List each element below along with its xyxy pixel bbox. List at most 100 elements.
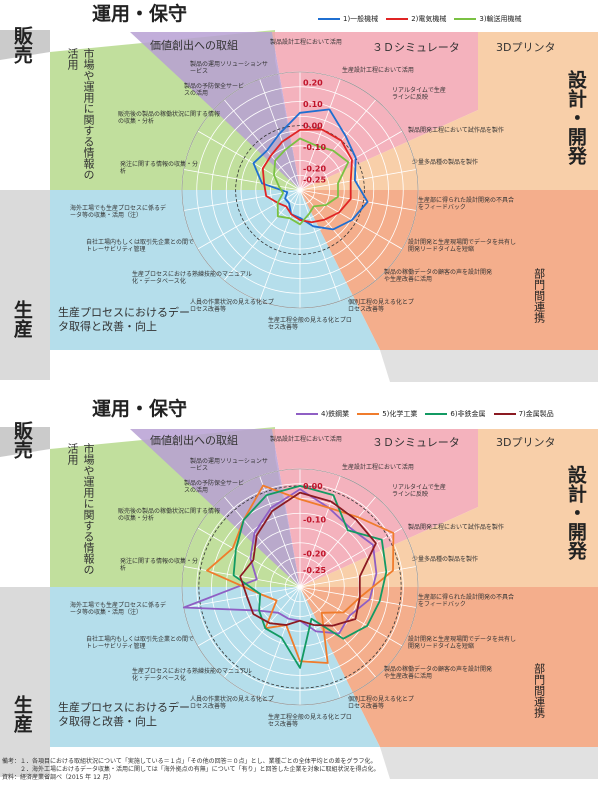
legend-2: 4)鉄鋼業 5)化学工業 6)非鉄金属 7)金属製品 — [296, 409, 554, 419]
item-label: 生産設計工程において活用 — [342, 67, 414, 74]
legend-swatch — [318, 18, 340, 20]
label-sim3d: ３Ｄシミュレータ — [372, 41, 460, 54]
legend-swatch — [357, 413, 380, 415]
series-line-4 — [239, 491, 377, 627]
grid-spoke — [197, 586, 301, 647]
legend-item: 5)化学工業 — [357, 409, 417, 419]
grid-spoke — [299, 496, 377, 588]
axis-tick-label: -0.10 — [303, 516, 326, 525]
axis-tick-label: 0.00 — [303, 122, 323, 131]
item-label: 製品の予防保全サービスの活用 — [184, 83, 245, 97]
legend-label: 3)輸送用機械 — [479, 15, 522, 23]
label-process: 生産プロセスにおけるデータ取得と改善・向上 — [58, 306, 190, 333]
item-label: 販売後の製品の稼働状況に関する情報の収集・分析 — [118, 111, 221, 125]
zone-printer3d — [300, 429, 598, 587]
label-bumonkan: 部門間連携 — [532, 663, 546, 718]
item-label: 販売後の製品の稼働状況に関する情報の収集・分析 — [118, 508, 221, 522]
item-label: 製品設計工程において活用 — [270, 436, 342, 443]
item-label: 海外工場でも生産プロセスに係るデータ等の収集・活用（注） — [70, 602, 167, 616]
label-sekkei: 設計・開発 — [564, 70, 587, 165]
legend-swatch — [296, 413, 318, 415]
series-line-3 — [232, 485, 388, 669]
item-label: 人員の作業状況の見える化とプロセス改善等 — [190, 299, 274, 313]
legend-label: 1)一般機械 — [343, 15, 379, 23]
grid-spoke — [299, 99, 377, 191]
legend-label: 6)非鉄金属 — [450, 410, 486, 418]
series-line-3 — [273, 137, 350, 226]
legend-swatch — [386, 18, 409, 20]
item-label: 個別工程の見える化とプロセス改善等 — [348, 299, 414, 313]
item-label: 製品開発工程において試作品を製作 — [408, 127, 504, 134]
note-2: ２．海外工場におけるデータ収集・活用に関しては「海外拠点の有無」について「有り」… — [2, 766, 380, 774]
item-label: 製品の予防保全サービスの活用 — [184, 480, 245, 494]
label-bumonkan: 部門間連携 — [532, 268, 546, 323]
axis-tick-label: -0.20 — [303, 165, 326, 174]
item-label: 生産部に得られた設計開発の不具合をフィードバック — [418, 197, 515, 211]
item-label: 生産プロセスにおける熟練技能のマニュアル化・データベース化 — [132, 271, 252, 285]
item-label: 製品の稼働データの顧客の声を設計開発や生産改善に活用 — [384, 269, 493, 283]
grid-spoke — [299, 566, 417, 588]
label-seisan: 生産 — [10, 695, 33, 733]
corner-seisan — [0, 190, 50, 380]
axis-tick-label: -0.10 — [303, 143, 326, 152]
item-label: リアルタイムで生産ラインに反映 — [392, 87, 446, 101]
item-label: 自社工場内もしくは取引先企業との間でトレーサビリティ管理 — [86, 636, 194, 650]
zone-bumonkan — [300, 587, 598, 747]
label-market: 市場や運用に関する情報の活用 — [66, 48, 95, 180]
grid-spoke — [299, 586, 403, 647]
zone-value — [130, 32, 300, 190]
item-label: 個別工程の見える化とプロセス改善等 — [348, 696, 414, 710]
axis-tick-label: -0.25 — [303, 566, 326, 575]
legend-item: 6)非鉄金属 — [425, 409, 486, 419]
item-label: 生産部に得られた設計開発の不具合をフィードバック — [418, 594, 515, 608]
legend-1: 1)一般機械 2)電気機械 3)輸送用機械 — [318, 14, 522, 24]
legend-label: 7)金属製品 — [518, 410, 554, 418]
grid-spoke — [223, 496, 301, 588]
item-label: 製品の稼働データの顧客の声を設計開発や生産改善に活用 — [384, 666, 493, 680]
item-label: 海外工場でも生産プロセスに係るデータ等の収集・活用（注） — [70, 205, 167, 219]
label-seisan: 生産 — [10, 300, 33, 338]
item-label: 自社工場内もしくは取引先企業との間でトレーサビリティ管理 — [86, 239, 194, 253]
zone-sim3d — [272, 429, 478, 587]
grid-spoke — [299, 169, 417, 191]
label-process: 生産プロセスにおけるデータ取得と改善・向上 — [58, 701, 190, 728]
legend-item: 2)電気機械 — [386, 14, 446, 24]
grid-spoke — [299, 586, 341, 699]
item-label: 製品設計工程において活用 — [270, 39, 342, 46]
zero-reference — [235, 125, 365, 255]
label-value: 価値創出への取組 — [150, 434, 238, 447]
axis-tick-label: 0.10 — [303, 100, 323, 109]
legend-item: 4)鉄鋼業 — [296, 409, 349, 419]
item-label: 生産プロセスにおける熟練技能のマニュアル化・データベース化 — [132, 668, 252, 682]
zone-bumonkan — [300, 190, 598, 350]
series-line-2 — [206, 484, 395, 664]
grid-spoke — [197, 527, 301, 588]
axis-tick-label: 0.00 — [303, 482, 323, 491]
grid-spoke — [223, 99, 301, 191]
label-sim3d: ３Ｄシミュレータ — [372, 436, 460, 449]
notes: 備考：１．各項目における取組状況について「実施している＝１点」「その他の回答＝０… — [2, 758, 600, 782]
grid-spoke — [299, 586, 417, 608]
label-market: 市場や運用に関する情報の活用 — [66, 443, 95, 575]
item-label: 製品の運用ソリューションサービス — [190, 458, 268, 472]
axis-tick-label: -0.25 — [303, 175, 326, 184]
grid-spoke — [183, 566, 301, 588]
label-printer3d: 3Dプリンタ — [496, 436, 556, 449]
legend-label: 4)鉄鋼業 — [321, 410, 350, 418]
grid-spoke — [299, 586, 377, 678]
grid-spoke — [299, 527, 403, 588]
label-unyo: 運用・保守 — [92, 3, 188, 25]
item-label: リアルタイムで生産ラインに反映 — [392, 484, 446, 498]
grid-spoke — [259, 189, 301, 302]
corner-bumonkan — [380, 350, 598, 382]
grid-spoke — [299, 189, 377, 281]
label-value: 価値創出への取組 — [150, 39, 238, 52]
grid-spoke — [183, 169, 301, 191]
axis-tick-label: -0.20 — [303, 549, 326, 558]
legend-item: 1)一般機械 — [318, 14, 378, 24]
corner-seisan — [0, 587, 50, 777]
label-sekkei: 設計・開発 — [564, 465, 587, 560]
zone-process — [50, 190, 380, 350]
zone-value — [130, 429, 300, 587]
label-hanbai: 販売 — [10, 421, 33, 459]
